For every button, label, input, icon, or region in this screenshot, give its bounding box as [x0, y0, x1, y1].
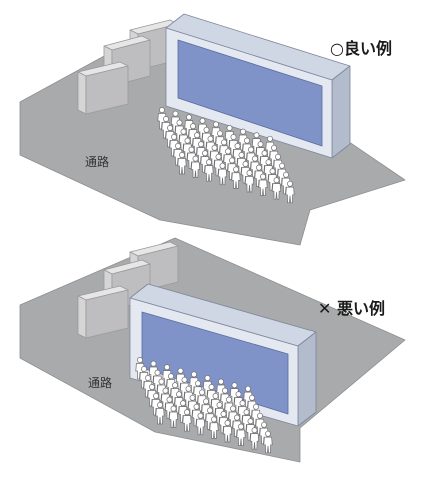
- person-figure: [263, 430, 273, 454]
- bad-aisle-label: 通路: [88, 376, 113, 390]
- person-figure: [249, 427, 260, 450]
- bad-screen-frame: [129, 283, 317, 427]
- person-figure: [182, 409, 192, 432]
- person-figure: [209, 416, 219, 439]
- person-figure: [271, 177, 282, 200]
- bad-screen: [141, 311, 289, 415]
- person-figure: [258, 173, 268, 196]
- person-figure: [244, 170, 255, 193]
- bad-example: [19, 237, 406, 463]
- good-screen: [177, 39, 323, 147]
- person-figure: [236, 423, 246, 446]
- good-audience: [157, 107, 295, 204]
- good-box-1: [77, 61, 129, 115]
- person-figure: [177, 152, 187, 175]
- good-example-title: ○良い例: [330, 39, 392, 58]
- good-aisle-label: 通路: [85, 155, 110, 169]
- bad-box-1: [77, 285, 129, 339]
- person-figure: [222, 420, 233, 443]
- good-screen-frame: [165, 13, 351, 159]
- good-example: [19, 13, 406, 246]
- person-figure: [204, 159, 214, 182]
- person-figure: [231, 166, 241, 189]
- bad-audience: [135, 357, 273, 454]
- person-figure: [195, 412, 206, 436]
- person-figure: [190, 155, 201, 178]
- person-figure: [155, 402, 165, 425]
- person-figure: [217, 162, 228, 186]
- person-figure: [285, 180, 295, 204]
- person-figure: [168, 405, 179, 428]
- bad-example-title: ✕ 悪い例: [318, 299, 385, 318]
